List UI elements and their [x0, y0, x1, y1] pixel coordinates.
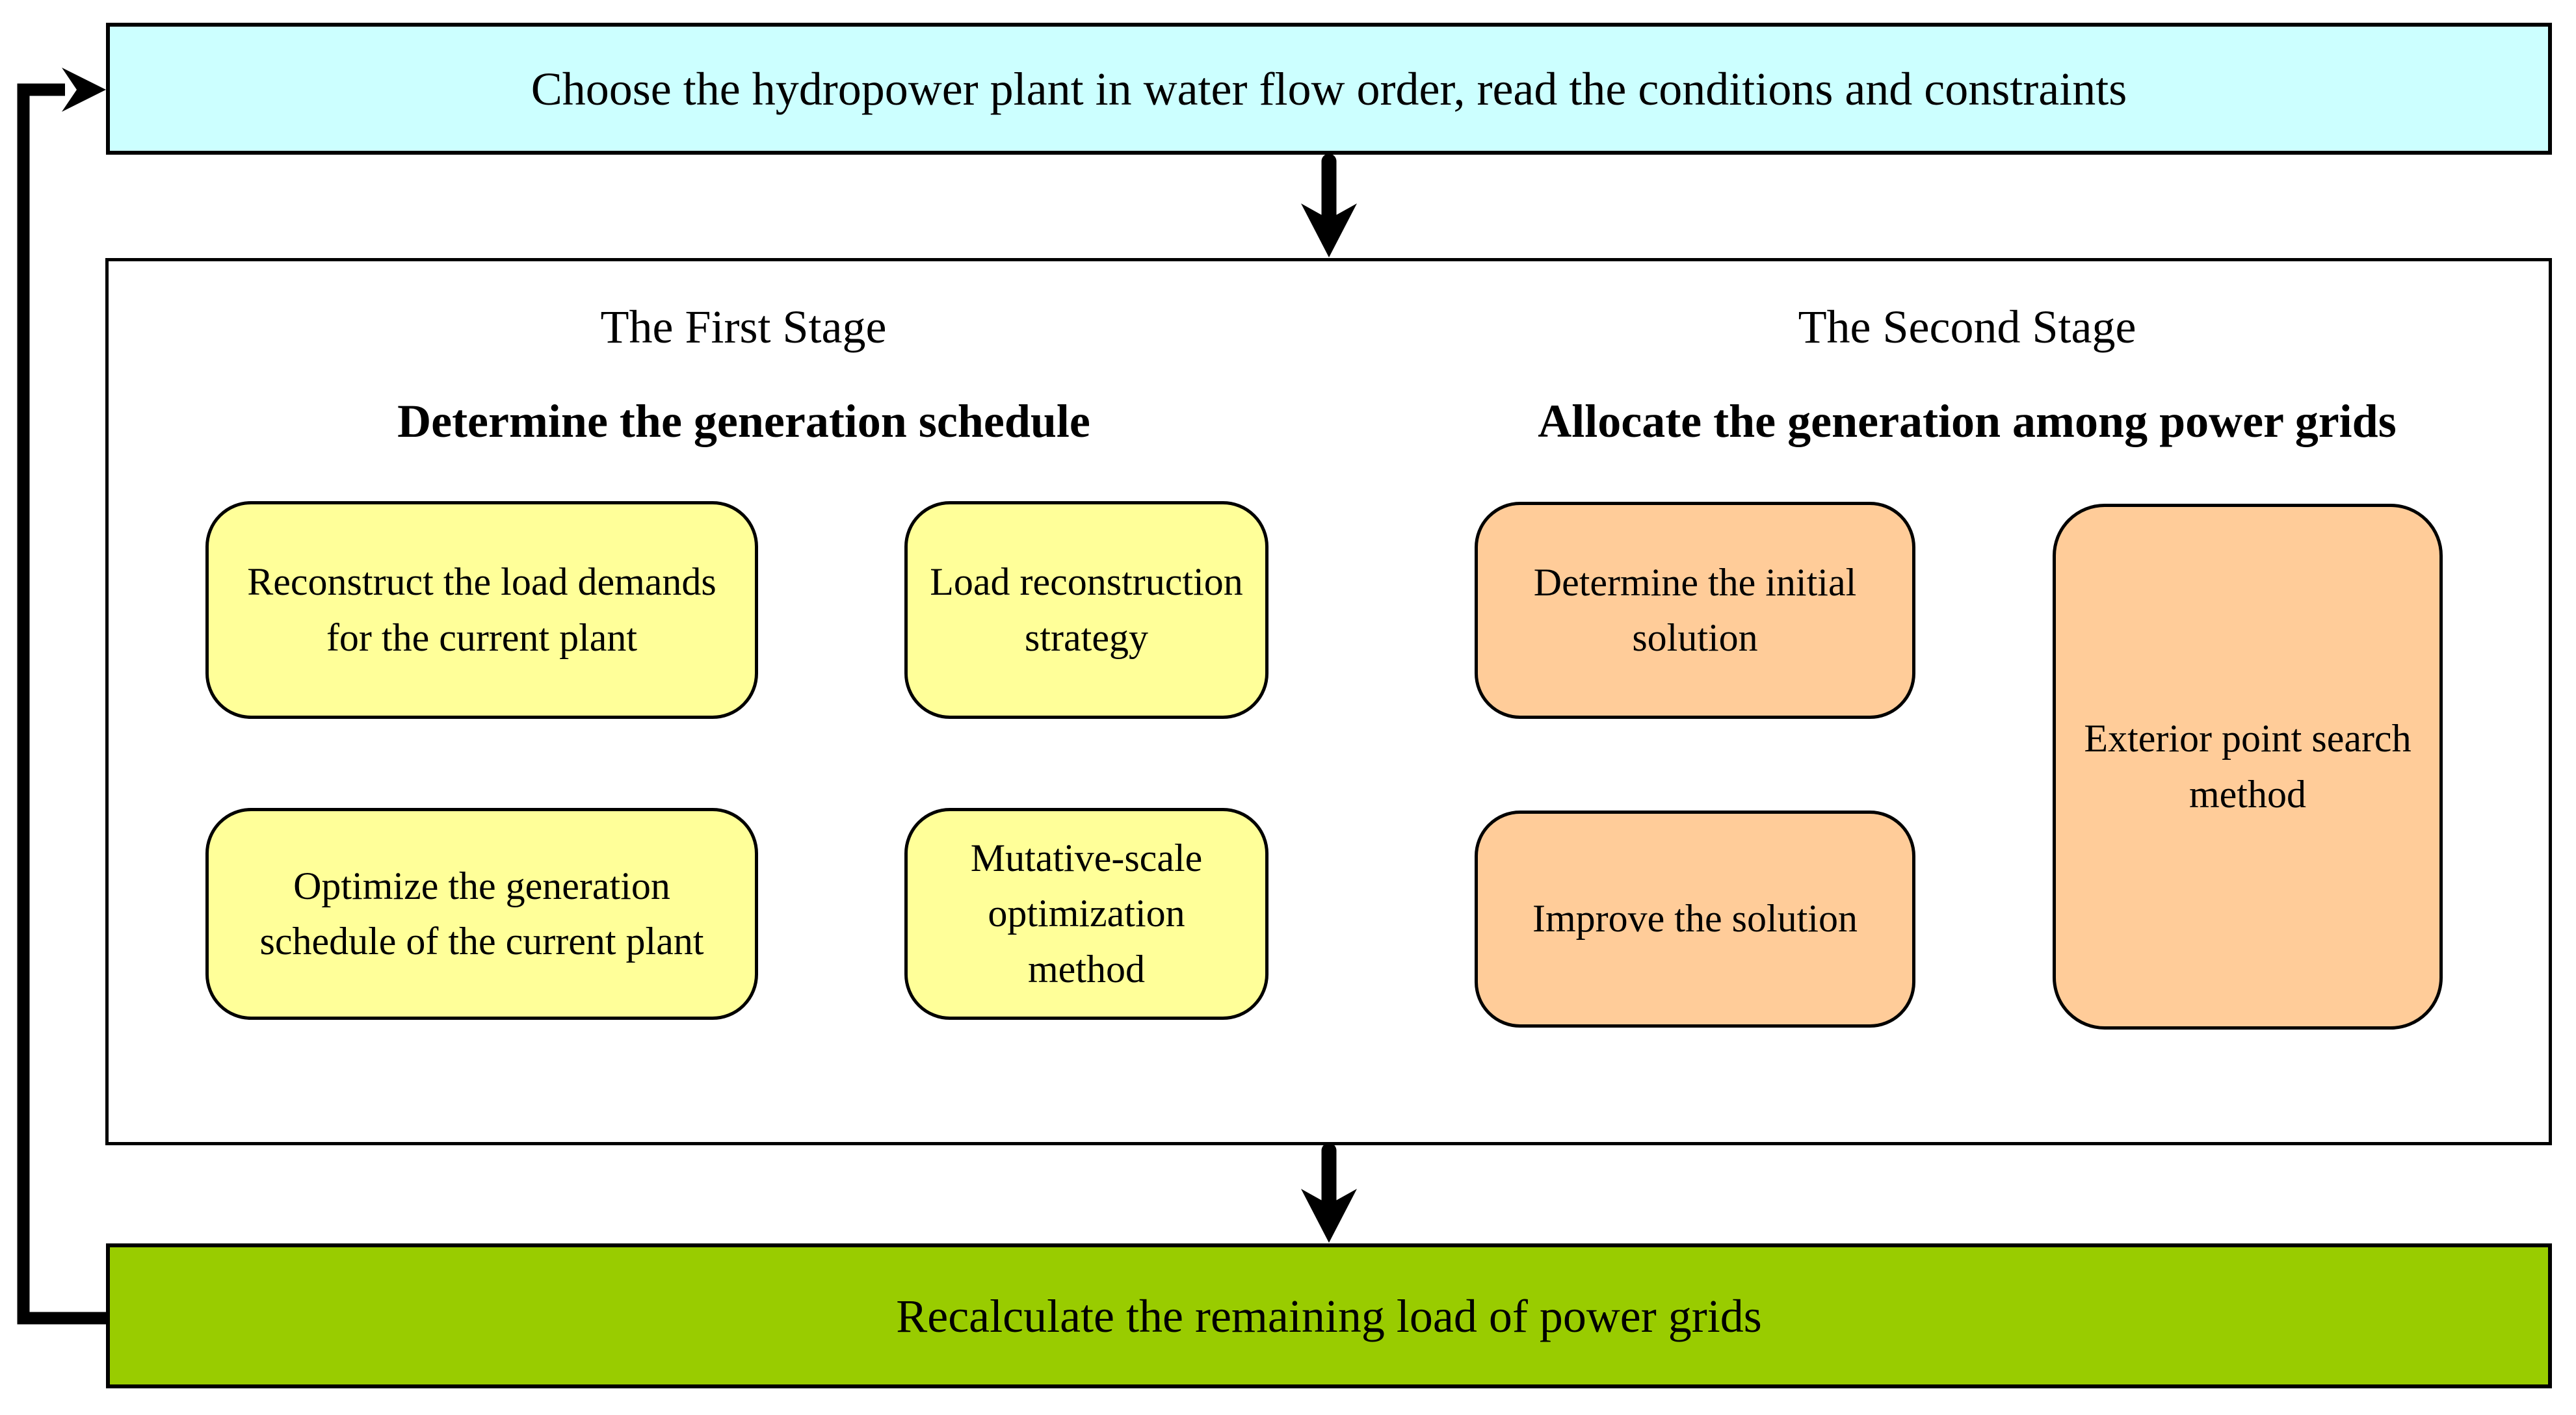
feedback-loop-line: [17, 83, 108, 1325]
feedback-arrow-head-icon: [62, 68, 106, 112]
node-reconstruct-load-label: Reconstruct the load demands for the cur…: [247, 560, 716, 659]
node-initial-solution-label: Determine the initial solution: [1533, 560, 1857, 659]
node-exterior-point-search-label: Exterior point search method: [2084, 717, 2412, 816]
node-reconstruct-load: Reconstruct the load demands for the cur…: [205, 501, 758, 719]
node-improve-solution-label: Improve the solution: [1532, 897, 1858, 941]
stage1-heading: Determine the generation schedule: [397, 395, 1090, 447]
node-improve-solution: Improve the solution: [1475, 811, 1915, 1028]
bottom-process-label: Recalculate the remaining load of power …: [896, 1290, 1762, 1342]
node-mutative-scale-method: Mutative-scale optimization method: [904, 808, 1268, 1020]
stage1-title: The First Stage: [600, 300, 887, 353]
arrow-bottom-head-icon: [1301, 1189, 1357, 1243]
node-initial-solution: Determine the initial solution: [1475, 502, 1915, 719]
top-process-label: Choose the hydropower plant in water flo…: [531, 62, 2127, 115]
node-load-reconstruction-strategy: Load reconstruction strategy: [904, 501, 1268, 719]
stage2-heading: Allocate the generation among power grid…: [1538, 395, 2397, 447]
arrow-top-head-icon: [1301, 203, 1357, 257]
node-optimize-schedule-label: Optimize the generation schedule of the …: [259, 864, 704, 963]
node-load-reconstruction-strategy-label: Load reconstruction strategy: [930, 560, 1243, 659]
node-optimize-schedule: Optimize the generation schedule of the …: [205, 808, 758, 1020]
node-mutative-scale-method-label: Mutative-scale optimization method: [970, 837, 1203, 991]
node-exterior-point-search: Exterior point search method: [2053, 504, 2443, 1030]
bottom-process-box: Recalculate the remaining load of power …: [106, 1243, 2552, 1388]
stage2-title: The Second Stage: [1798, 300, 2136, 353]
top-process-box: Choose the hydropower plant in water flo…: [106, 23, 2552, 155]
